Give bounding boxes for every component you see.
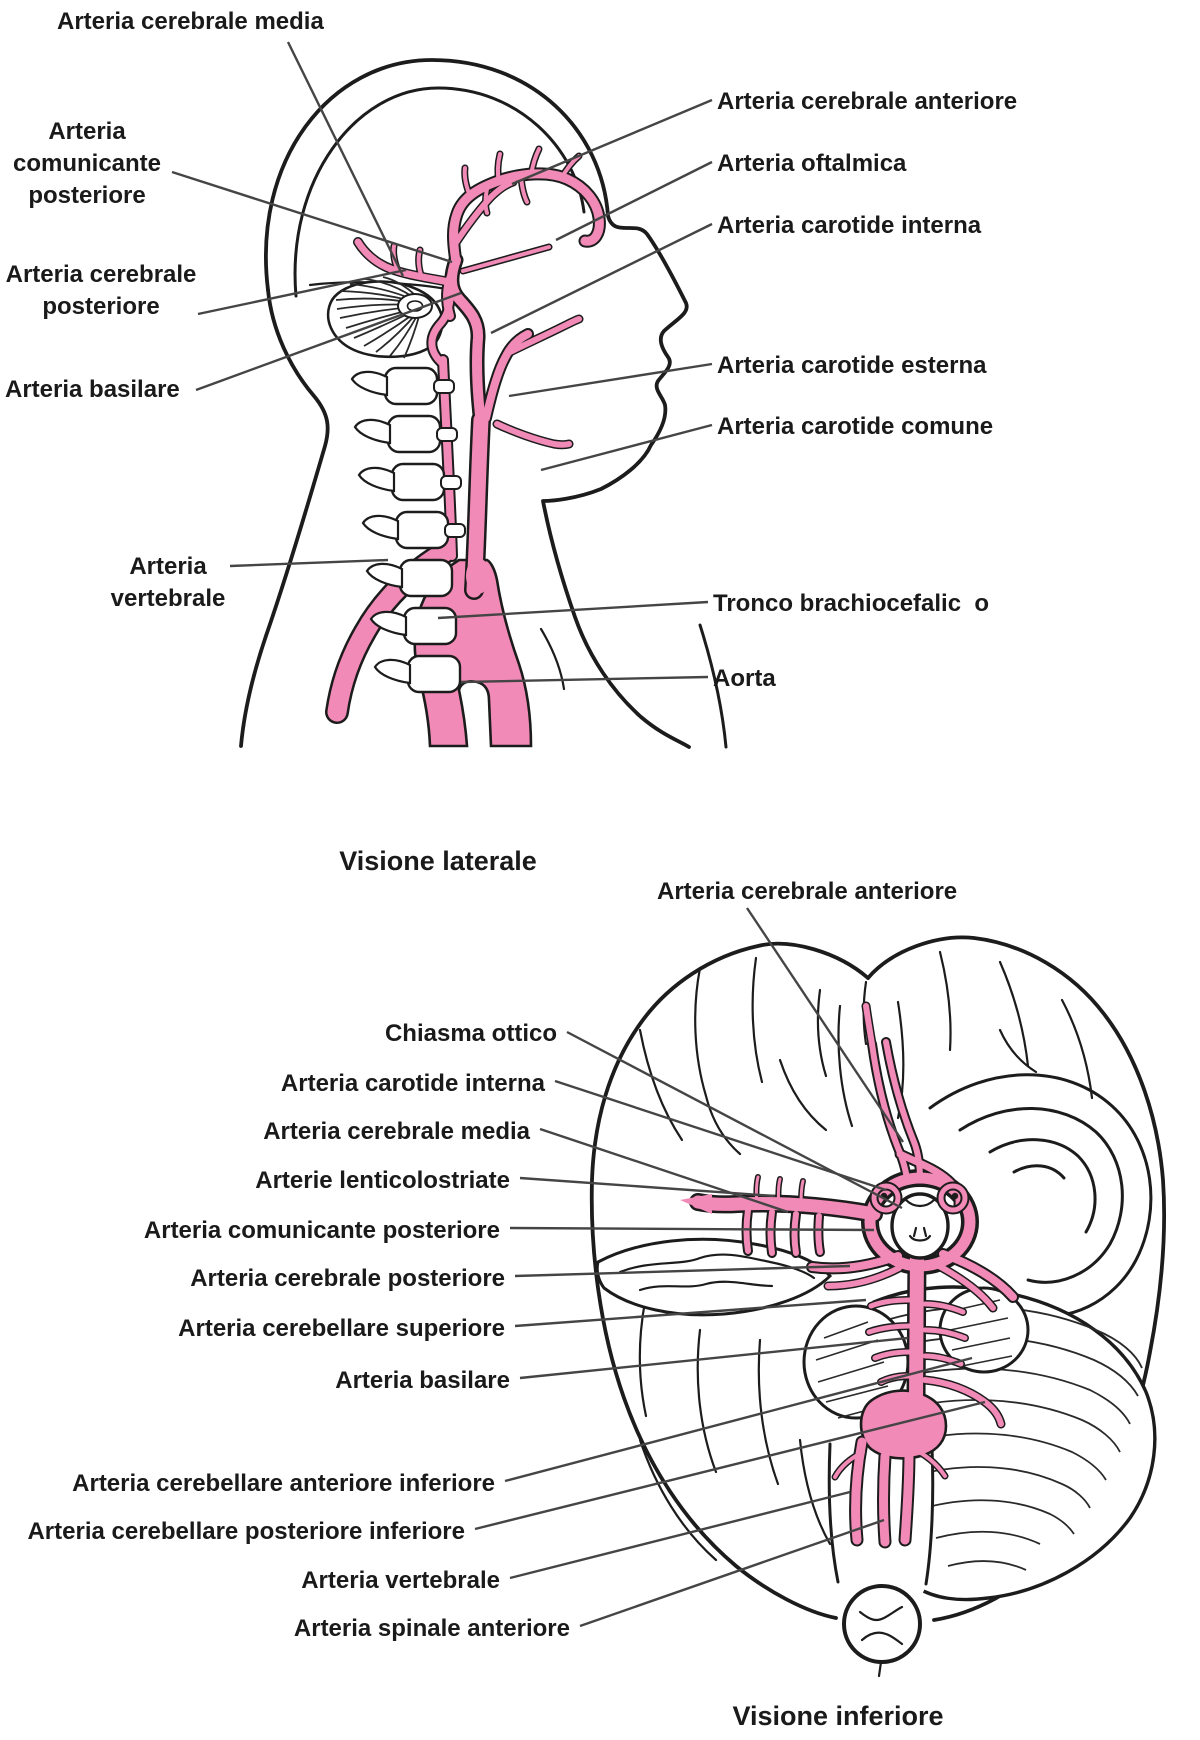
leader-line [511,98,713,186]
cerebellum [326,276,444,359]
label-arteria-cerebrale-posteriore: Arteria cerebrale posteriore [5,261,197,321]
label-arteria-comunicante-posteriore: Arteria comunicante posteriore [12,118,162,210]
caption-visione-laterale: Visione laterale [339,846,537,876]
label-arteria-vertebrale: Arteria vertebrale [110,553,226,613]
leader-line [519,1336,909,1380]
label-arteria-carotide-esterna: Arteria carotide esterna [717,352,987,379]
spinal-cord-section [842,1584,922,1664]
bottom-arteries [680,1006,1013,1542]
inferior-view-figure [589,935,1167,1678]
brain-outline-left [589,941,870,1620]
label-b-arteria-cerebrale-posteriore: Arteria cerebrale posteriore [190,1265,505,1292]
cervical-vertebrae [350,366,466,694]
leader-line [514,1264,851,1278]
label-chiasma-ottico: Chiasma ottico [384,1020,557,1047]
label-b-arteria-cerebrale-media: Arteria cerebrale media [263,1118,530,1145]
label-tronco-brachiocefalico: Tronco brachiocefalic o [713,590,990,617]
temporal-lobe-swirl [928,1073,1153,1318]
leader-line [514,1298,867,1328]
label-arteria-cerebellare-anteriore-inferiore: Arteria cerebellare anteriore inferiore [72,1470,495,1497]
label-arteria-carotide-interna: Arteria carotide interna [717,212,982,239]
label-arteria-carotide-comune: Arteria carotide comune [717,413,994,440]
label-b-arteria-comunicante-posteriore: Arteria comunicante posteriore [143,1217,500,1244]
head-outline [264,58,691,749]
vertebral-junction [859,1389,948,1460]
leader-line [460,675,709,684]
label-arteria-oftalmica: Arteria oftalmica [717,150,907,177]
leader-line [490,222,713,335]
right-shoulder-line [698,623,728,749]
leader-line [504,1356,973,1483]
label-arteria-cerebrale-media: Arteria cerebrale media [57,8,324,35]
leader-line [539,1127,789,1214]
leader-line [171,170,453,264]
temporal-slice [595,1237,833,1317]
label-arteria-spinale-anteriore: Arteria spinale anteriore [293,1615,570,1642]
leader-line [566,1030,903,1210]
label-arteria-cerebellare-superiore: Arteria cerebellare superiore [178,1315,505,1342]
leader-line [509,1226,875,1232]
leader-line [197,268,407,316]
label-b-arteria-basilare: Arteria basilare [335,1367,510,1394]
back-of-head-outline [239,288,330,748]
label-aorta: Aorta [713,665,776,692]
label-b-arteria-carotide-interna: Arteria carotide interna [280,1070,545,1097]
inner-skull-line [293,86,586,298]
leader-line [554,1079,887,1192]
leader-line [286,41,405,277]
label-b-arteria-cerebrale-anteriore: Arteria cerebrale anteriore [657,878,958,905]
posterior-communicating-loops [869,1181,970,1215]
leader-line [195,291,462,392]
caption-visione-inferiore: Visione inferiore [732,1701,944,1731]
leader-line [519,1176,776,1198]
leader-line [555,160,713,242]
clavicle-line [539,627,566,691]
label-arteria-basilare: Arteria basilare [5,376,180,403]
leader-lines [171,41,986,1628]
leader-line [579,1518,885,1628]
lateral-view-figure [239,58,728,749]
leader-line [746,907,904,1143]
optic-chiasm [890,1192,950,1260]
label-arteria-cerebrale-anteriore: Arteria cerebrale anteriore [717,88,1018,115]
label-b-arteria-vertebrale: Arteria vertebrale [301,1567,500,1594]
leader-line [509,1490,851,1580]
leader-line [229,558,389,568]
leader-line [474,1400,986,1531]
leader-line [540,423,713,472]
leader-line [508,362,713,398]
label-arteria-cerebellare-posteriore-inferiore: Arteria cerebellare posteriore inferiore [27,1518,465,1545]
label-arterie-lenticolostriate: Arterie lenticolostriate [255,1167,510,1194]
leader-line [437,600,709,620]
